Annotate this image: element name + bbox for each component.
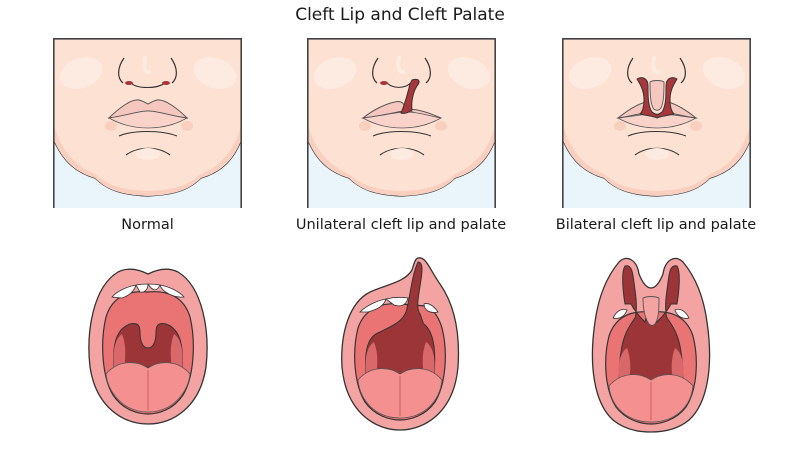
unilateral-cleft-lip-illustration	[307, 38, 496, 208]
mouth-bilateral	[581, 252, 721, 452]
unilateral-cleft-palate-illustration	[341, 257, 460, 431]
caption-normal: Normal	[121, 217, 174, 233]
figure-title: Cleft Lip and Cleft Palate	[295, 5, 505, 25]
mouth-unilateral	[330, 252, 470, 452]
face-panel-normal	[53, 38, 242, 208]
face-panel-unilateral	[307, 38, 496, 208]
caption-bilateral: Bilateral cleft lip and palate	[555, 217, 757, 233]
normal-lip-illustration	[53, 38, 242, 208]
bilateral-cleft-lip-illustration	[562, 38, 751, 208]
mouth-normal	[78, 252, 218, 452]
caption-unilateral: Unilateral cleft lip and palate	[295, 217, 507, 233]
face-panel-bilateral	[562, 38, 751, 208]
normal-palate-illustration	[88, 268, 208, 425]
bilateral-cleft-palate-illustration	[591, 257, 711, 433]
